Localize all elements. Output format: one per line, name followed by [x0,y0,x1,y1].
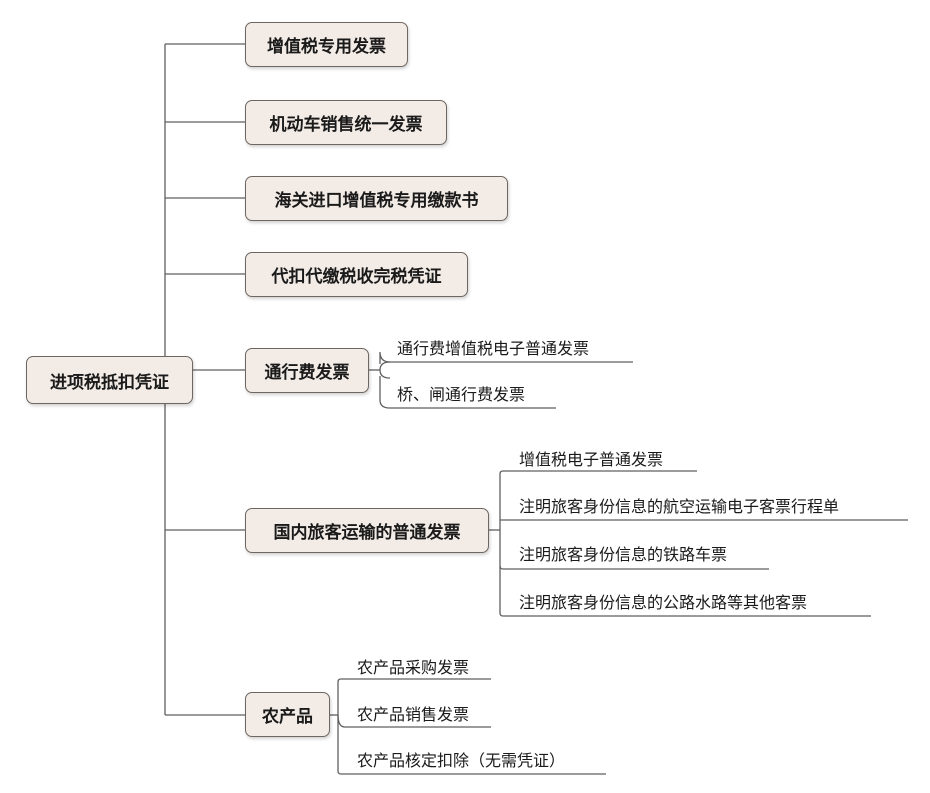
toll-brace [379,361,391,379]
agri-leaf-0-line [337,678,491,715]
leaf-agri-purchase-invoice: 农产品采购发票 [357,658,470,677]
toll-leaf-1-line [379,376,556,409]
leaf-toll-vat-e-invoice: 通行费增值税电子普通发票 [397,339,590,358]
leaf-bridge-gate-toll-invoice: 桥、闸通行费发票 [397,385,526,404]
branch-node-withholding-certificate: 代扣代缴税收完税凭证 [245,252,468,297]
leaf-agri-deduction: 农产品核定扣除（无需凭证） [357,751,566,770]
leaf-air-itinerary: 注明旅客身份信息的航空运输电子客票行程单 [519,497,840,516]
root-node: 进项税抵扣凭证 [26,356,193,404]
passenger-leaf-3-line [499,566,871,617]
leaf-railway-ticket: 注明旅客身份信息的铁路车票 [519,545,728,564]
leaf-vat-e-invoice: 增值税电子普通发票 [519,450,664,469]
branch-node-vat-special-invoice: 增值税专用发票 [245,22,408,67]
leaf-agri-sales-invoice: 农产品销售发票 [357,705,470,724]
leaf-road-water-ticket: 注明旅客身份信息的公路水路等其他客票 [519,593,808,612]
branch-node-toll-invoice: 通行费发票 [245,348,369,393]
branch-node-passenger-transport-invoice: 国内旅客运输的普通发票 [245,508,489,553]
agri-leaf-2-line [337,715,606,775]
branch-node-motor-vehicle-invoice: 机动车销售统一发票 [245,100,447,145]
branch-node-customs-payment-book: 海关进口增值税专用缴款书 [245,176,508,221]
toll-leaf-0-line [379,351,633,364]
branch-node-agricultural-products: 农产品 [245,692,330,737]
passenger-leaf-0-line [499,470,697,530]
